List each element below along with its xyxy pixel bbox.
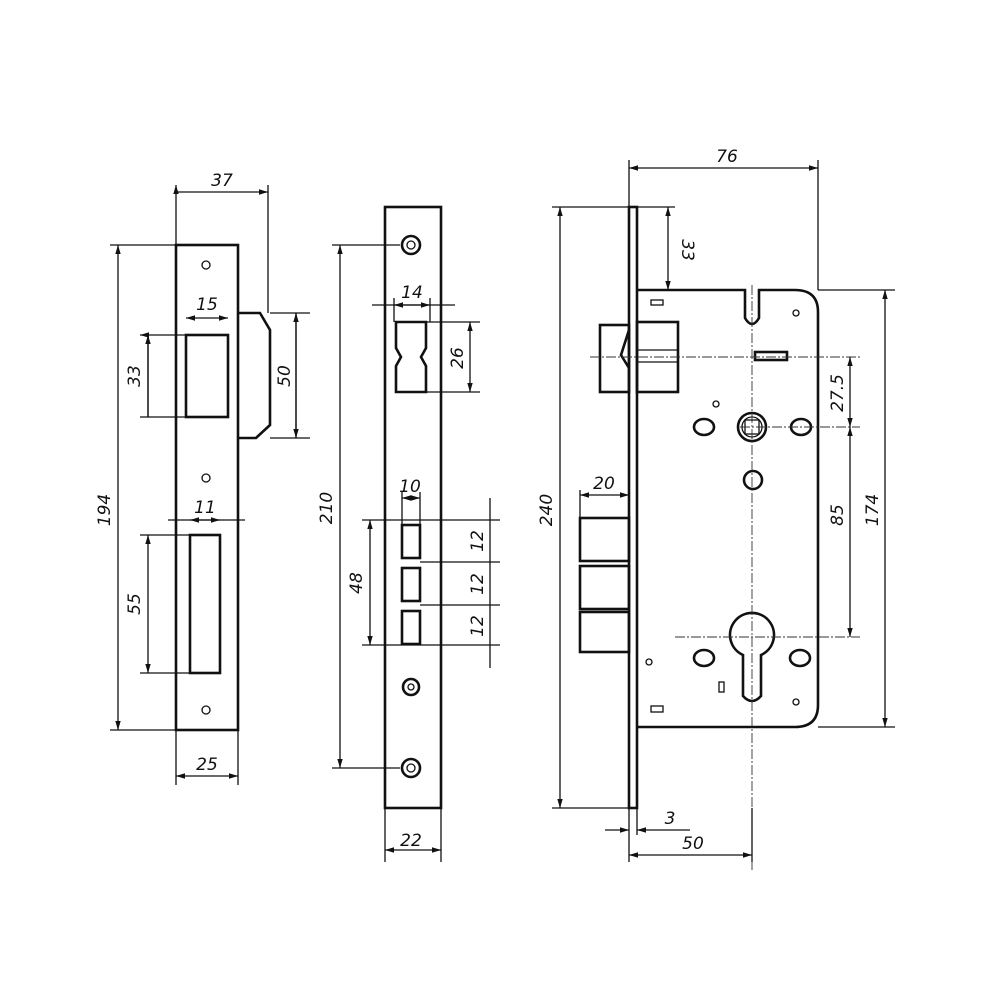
dim-55: 55 xyxy=(125,593,145,615)
dim-22: 22 xyxy=(400,831,422,851)
dim-26: 26 xyxy=(448,347,468,369)
dim-76: 76 xyxy=(716,147,738,167)
dim-25: 25 xyxy=(196,755,218,775)
dim-37: 37 xyxy=(211,171,233,191)
dim-10: 10 xyxy=(399,477,421,497)
dim-12-c: 12 xyxy=(468,615,488,637)
dim-3: 3 xyxy=(665,809,676,829)
dim-210: 210 xyxy=(317,492,337,524)
dim-174: 174 xyxy=(863,494,883,526)
dim-50-backset: 50 xyxy=(682,834,704,854)
dim-15: 15 xyxy=(196,295,218,315)
dim-194: 194 xyxy=(95,494,115,526)
dim-11: 11 xyxy=(194,498,216,518)
dim-27-5: 27.5 xyxy=(828,374,848,412)
dim-20: 20 xyxy=(593,474,615,494)
dim-85: 85 xyxy=(828,504,848,526)
dim-14: 14 xyxy=(401,283,423,303)
dim-48: 48 xyxy=(347,572,367,594)
dim-12-a: 12 xyxy=(468,530,488,552)
dim-12-b: 12 xyxy=(468,573,488,595)
strike-plate: 37 15 33 50 194 11 55 25 xyxy=(95,171,310,785)
face-plate: 14 26 210 10 12 12 12 48 22 xyxy=(317,205,500,862)
dim-33-top: 33 xyxy=(677,239,697,261)
dim-33: 33 xyxy=(125,365,145,387)
lock-body: 76 33 240 27.5 85 174 20 3 50 xyxy=(537,147,895,870)
dim-50: 50 xyxy=(275,365,295,387)
dim-240: 240 xyxy=(537,494,557,526)
